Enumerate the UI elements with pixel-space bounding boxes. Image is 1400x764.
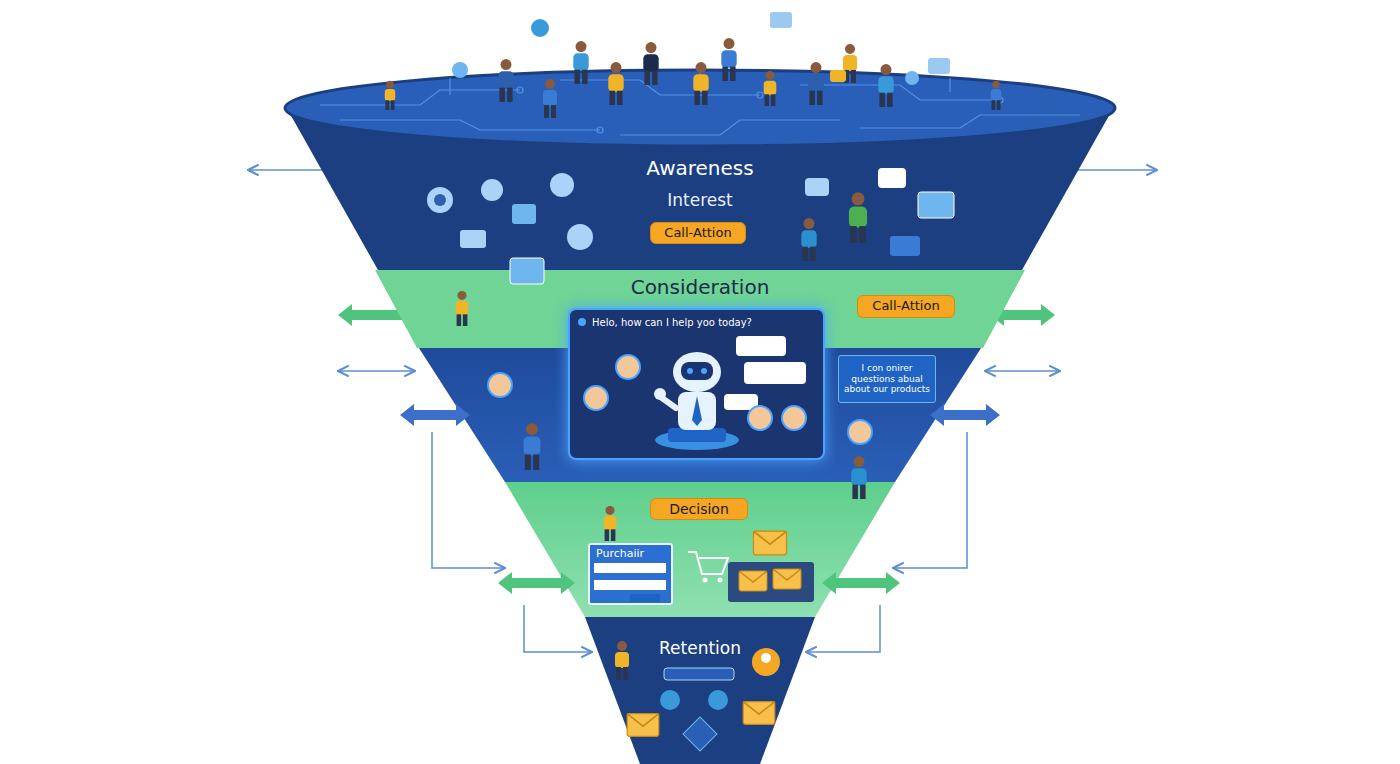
node-label: Helo, how can I help yoo today?	[592, 317, 819, 329]
cart-wheel	[718, 578, 723, 583]
band-shape	[285, 105, 1115, 270]
envelope-icon	[627, 714, 659, 737]
node-label: Awareness	[285, 157, 1115, 180]
loop-line	[806, 605, 880, 652]
person-figure	[878, 64, 893, 107]
node-label: Decision	[669, 501, 729, 517]
person-figure	[851, 456, 866, 499]
block-arrow	[822, 572, 900, 594]
block-arrow	[930, 404, 1000, 426]
person-figure	[456, 291, 469, 326]
avatar-badge	[752, 648, 780, 676]
chat-bubbles	[724, 336, 806, 410]
avatar-head	[761, 653, 771, 663]
person-figure	[498, 59, 513, 102]
stage-badge: Decision	[650, 498, 748, 520]
avatar-badge	[660, 690, 680, 710]
cart-icon	[688, 552, 728, 574]
cart-wheel	[703, 578, 708, 583]
avatar-badge	[708, 690, 728, 710]
person-figure	[808, 62, 823, 105]
chatbot-screen: Helo, how can I help yoo today?	[568, 308, 825, 460]
purchase-form: Purchaiir	[588, 543, 673, 605]
envelope-icon	[739, 571, 767, 591]
floating-icons	[452, 12, 950, 85]
circuit-pattern	[320, 72, 1080, 135]
cta-badge: Call-Attion	[857, 295, 955, 318]
person-figure	[615, 641, 629, 680]
person-figure	[764, 71, 777, 106]
funnel-band: Retention	[585, 617, 815, 764]
person-figure	[604, 506, 617, 541]
laptop-icon	[728, 562, 814, 602]
funnel-band: AwarenessInterestCall-Attion	[285, 105, 1115, 270]
screen-dot	[578, 318, 586, 326]
loop-line	[524, 605, 592, 652]
diamond-icon	[683, 717, 717, 751]
person-figure	[573, 41, 588, 84]
node-label: Retention	[585, 639, 815, 659]
node-label: Call-Attion	[664, 226, 731, 241]
person-figure	[843, 44, 857, 83]
envelope-icon	[773, 569, 801, 589]
node-label: Call-Attion	[872, 299, 939, 314]
node-label: Purchaiir	[596, 548, 667, 561]
block-arrow	[400, 404, 470, 426]
funnel-rim	[285, 70, 1115, 146]
band-outline	[585, 617, 815, 764]
person-figure	[524, 423, 541, 470]
loop-line	[893, 432, 967, 568]
flow-arrow	[338, 370, 415, 372]
flow-arrow	[985, 370, 1060, 372]
person-figure	[608, 62, 623, 105]
small-badge	[664, 668, 734, 680]
band-icons	[427, 168, 954, 284]
loop-line	[432, 432, 505, 568]
envelope-icon	[743, 702, 775, 725]
callout-box: I con onirer questions abual about our p…	[838, 355, 936, 403]
envelope-icon	[753, 531, 786, 555]
avatar-circles	[488, 355, 872, 444]
funnel-band	[505, 482, 895, 617]
person-figure	[643, 42, 658, 85]
person-figure	[543, 79, 557, 118]
node-sublabel: Interest	[285, 191, 1115, 211]
person-figure	[849, 192, 867, 243]
form-fields	[594, 563, 666, 602]
person-figure	[991, 81, 1002, 110]
node-label: I con onirer questions abual about our p…	[842, 363, 932, 394]
cta-badge: Call-Attion	[650, 222, 746, 244]
person-figure	[801, 218, 816, 261]
person-figure	[693, 62, 708, 105]
person-figure	[721, 38, 736, 81]
robot-assistant	[654, 352, 739, 450]
band-outline	[285, 105, 1115, 270]
block-arrow	[498, 572, 575, 594]
person-figure	[385, 81, 396, 110]
